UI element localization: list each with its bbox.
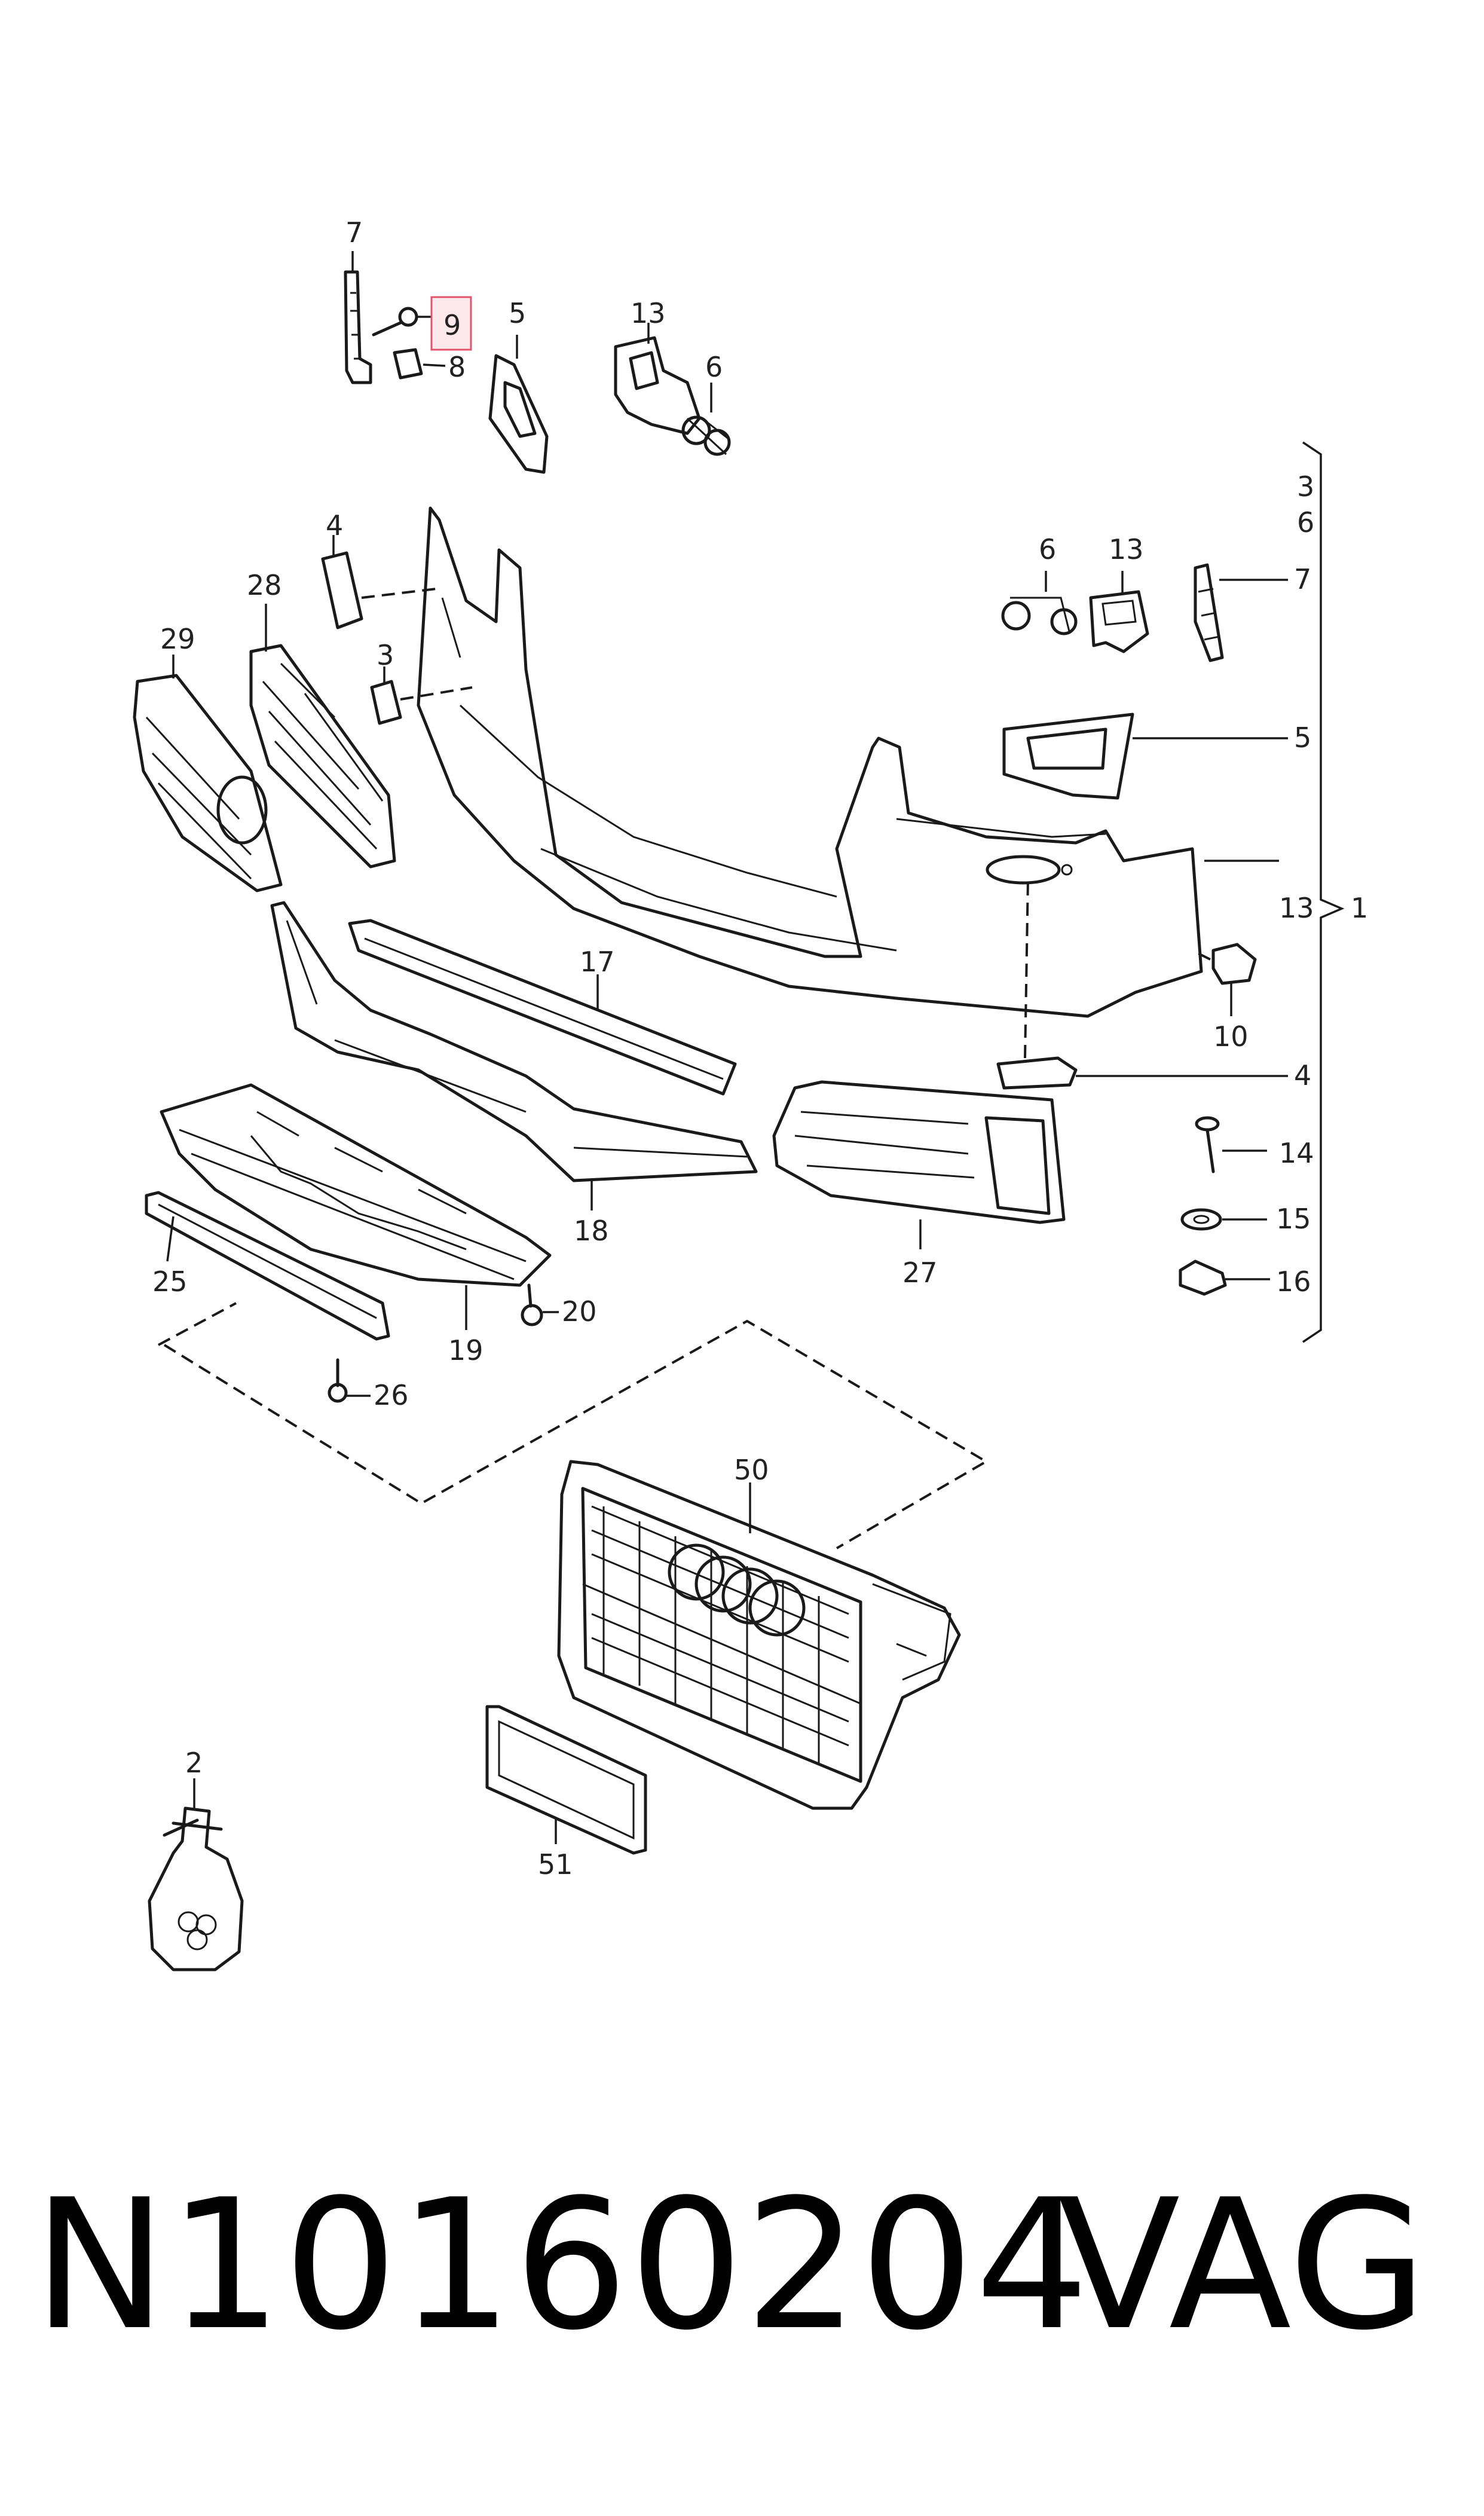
screw-26 <box>328 1358 371 1403</box>
fixing-bag-2 <box>148 1778 244 1971</box>
bracket-7-right <box>1194 563 1288 662</box>
callout-14: 14 <box>1279 1137 1314 1169</box>
callout-2: 2 <box>185 1747 203 1779</box>
callout-6c: 6 <box>1039 533 1056 565</box>
callout-13a: 13 <box>631 297 666 329</box>
callout-10: 10 <box>1213 1020 1249 1053</box>
cover-4-right <box>996 878 1288 1090</box>
plate-holder-51 <box>485 1705 647 1855</box>
group-bracket <box>1302 441 1345 1343</box>
callout-3b: 3 <box>1297 470 1314 503</box>
callout-19: 19 <box>448 1334 484 1366</box>
callout-18: 18 <box>574 1215 609 1247</box>
spring-6-top <box>681 383 731 456</box>
assembly-outline <box>158 1302 989 1549</box>
cover-4-left <box>321 535 437 629</box>
callout-4a: 4 <box>326 509 343 542</box>
callout-17: 17 <box>580 946 615 978</box>
mount-5-top <box>488 335 549 474</box>
callout-9: 9 <box>443 309 461 341</box>
callout-1: 1 <box>1351 892 1368 924</box>
callout-7b: 7 <box>1294 563 1311 595</box>
callout-13b: 13 <box>1109 533 1144 565</box>
callout-5b: 5 <box>1294 722 1311 754</box>
callout-29: 29 <box>160 623 195 655</box>
grille-27 <box>772 1080 1066 1249</box>
callout-26: 26 <box>374 1379 409 1411</box>
callout-16: 16 <box>1276 1265 1311 1298</box>
callout-13c: 13 <box>1279 892 1314 924</box>
nut-16 <box>1179 1259 1270 1296</box>
callout-15: 15 <box>1276 1203 1311 1235</box>
cover-3-left <box>370 667 473 725</box>
callout-6a: 6 <box>705 351 723 383</box>
highlight-box <box>430 296 472 351</box>
bumper-cover-1 <box>417 506 1203 1018</box>
callout-8: 8 <box>448 351 466 383</box>
clip-8 <box>393 348 446 380</box>
trim-25 <box>145 1191 390 1341</box>
callout-50: 50 <box>734 1454 769 1486</box>
washer-15 <box>1180 1208 1267 1231</box>
grille-29 <box>133 655 283 892</box>
callout-6b: 6 <box>1297 506 1314 539</box>
bracket-13-right <box>1089 571 1149 653</box>
callout-3a: 3 <box>377 639 394 671</box>
mount-5-right <box>1002 713 1288 800</box>
callout-28: 28 <box>247 569 282 601</box>
callout-27: 27 <box>902 1257 938 1289</box>
bracket-7-top <box>344 251 372 384</box>
spoiler-18 <box>270 901 758 1210</box>
footer-caption: N10160204 VAG <box>0 2152 1484 2379</box>
bracket-13-top <box>614 323 701 435</box>
callout-25: 25 <box>152 1265 188 1298</box>
brand-name: VAG <box>1057 2161 1427 2370</box>
screw-20 <box>521 1283 559 1326</box>
callout-7a: 7 <box>345 216 363 249</box>
undertray-19 <box>160 1083 552 1330</box>
trim-17 <box>348 919 737 1096</box>
part-number: N10160204 <box>33 2161 1091 2370</box>
callout-51: 51 <box>538 1848 573 1881</box>
grille-28 <box>249 604 396 869</box>
callout-5a: 5 <box>509 297 526 329</box>
callout-20: 20 <box>562 1295 597 1328</box>
radiator-grille-50 <box>557 1460 961 1810</box>
sensor-10 <box>1192 943 1257 1016</box>
rivet-14 <box>1195 1116 1267 1173</box>
spring-6-right <box>1001 571 1078 635</box>
callout-4b: 4 <box>1294 1059 1311 1092</box>
bolt-9 <box>372 307 432 337</box>
